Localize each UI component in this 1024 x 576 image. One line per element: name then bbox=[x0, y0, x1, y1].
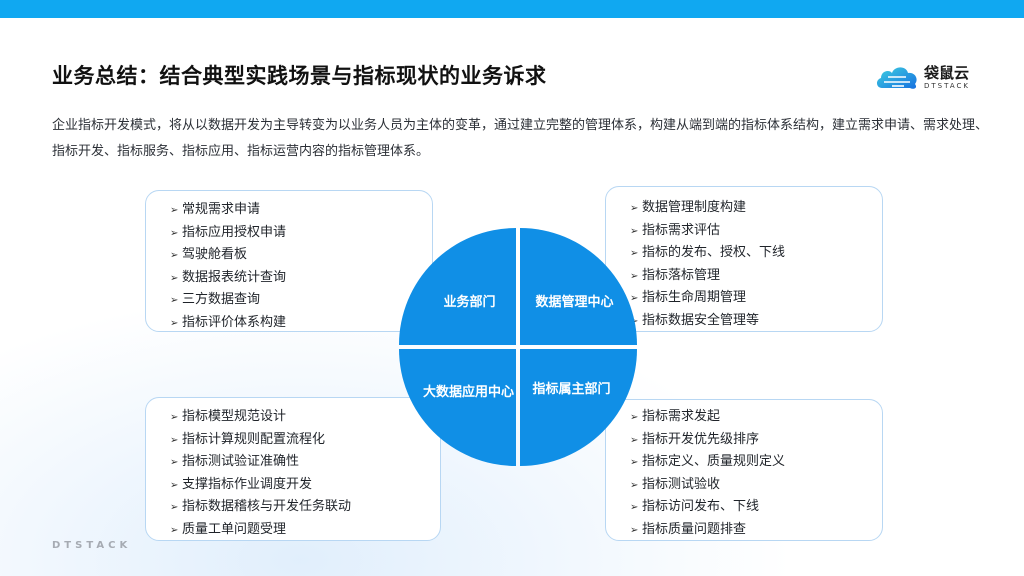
list-item: ➢指标生命周期管理 bbox=[630, 287, 882, 310]
list-item-label: 指标评价体系构建 bbox=[182, 314, 287, 330]
list-item: ➢指标测试验证准确性 bbox=[170, 451, 440, 474]
list-item: ➢指标的发布、授权、下线 bbox=[630, 242, 882, 265]
list-item: ➢指标测试验收 bbox=[630, 474, 882, 497]
list-item: ➢指标模型规范设计 bbox=[170, 406, 440, 429]
arrow-right-icon: ➢ bbox=[170, 272, 179, 284]
arrow-right-icon: ➢ bbox=[630, 203, 639, 214]
list-item-label: 指标测试验收 bbox=[642, 476, 721, 492]
arrow-right-icon: ➢ bbox=[630, 412, 639, 423]
list-item-label: 指标模型规范设计 bbox=[182, 409, 287, 424]
list-item-label: 指标计算规则配置流程化 bbox=[182, 431, 326, 447]
arrow-right-icon: ➢ bbox=[170, 457, 179, 468]
arrow-right-icon: ➢ bbox=[170, 227, 179, 239]
arrow-right-icon: ➢ bbox=[170, 479, 179, 491]
list-item: ➢指标需求评估 bbox=[630, 220, 882, 243]
logo-subtext: DTSTACK bbox=[924, 82, 970, 90]
arrow-right-icon: ➢ bbox=[170, 502, 179, 513]
list-item-label: 数据报表统计查询 bbox=[182, 269, 287, 285]
list-item: ➢指标评价体系构建 bbox=[170, 312, 432, 335]
intro-paragraph: 企业指标开发模式，将从以数据开发为主导转变为以业务人员为主体的变革，通过建立完整… bbox=[52, 118, 989, 159]
list-item-label: 指标访问发布、下线 bbox=[642, 499, 760, 514]
list-item: ➢指标需求发起 bbox=[630, 406, 882, 429]
list-item: ➢常规需求申请 bbox=[170, 199, 432, 222]
list-item-label: 指标需求评估 bbox=[642, 222, 721, 238]
quadrant-label: 数据管理中心 bbox=[535, 294, 614, 310]
quadrant-label: 业务部门 bbox=[443, 294, 496, 310]
list-item: ➢指标计算规则配置流程化 bbox=[170, 429, 440, 452]
list-item: ➢支撑指标作业调度开发 bbox=[170, 474, 440, 497]
list-item-label: 支撑指标作业调度开发 bbox=[182, 476, 313, 492]
arrow-right-icon: ➢ bbox=[630, 270, 639, 282]
arrow-right-icon: ➢ bbox=[170, 295, 179, 306]
top-accent-bar bbox=[0, 0, 1024, 18]
arrow-right-icon: ➢ bbox=[630, 293, 639, 304]
arrow-right-icon: ➢ bbox=[630, 479, 639, 491]
card-data-management-center: ➢数据管理制度构建➢指标需求评估➢指标的发布、授权、下线➢指标落标管理➢指标生命… bbox=[605, 186, 883, 332]
list-item-label: 常规需求申请 bbox=[182, 202, 261, 217]
list-item-label: 指标的发布、授权、下线 bbox=[642, 245, 786, 260]
list-item-label: 三方数据查询 bbox=[182, 292, 261, 307]
arrow-right-icon: ➢ bbox=[630, 457, 639, 468]
arrow-right-icon: ➢ bbox=[630, 248, 639, 259]
logo-text: 袋鼠云 bbox=[924, 64, 970, 82]
page-title: 业务总结：结合典型实践场景与指标现状的业务诉求 bbox=[52, 64, 547, 88]
list-item: ➢指标访问发布、下线 bbox=[630, 496, 882, 519]
list-item: ➢驾驶舱看板 bbox=[170, 244, 432, 267]
arrow-right-icon: ➢ bbox=[630, 225, 639, 237]
quadrant-big-data-app-center: 大数据应用中心 bbox=[399, 349, 516, 466]
arrow-right-icon: ➢ bbox=[630, 502, 639, 513]
list-item-label: 指标定义、质量规则定义 bbox=[642, 454, 786, 469]
list-item-label: 数据管理制度构建 bbox=[642, 200, 747, 215]
footer-logo: DTSTACK bbox=[52, 540, 132, 551]
card-metric-owner-dept: ➢指标需求发起➢指标开发优先级排序➢指标定义、质量规则定义➢指标测试验收➢指标访… bbox=[605, 399, 883, 541]
list-item-label: 指标测试验证准确性 bbox=[182, 454, 300, 469]
list-item: ➢质量工单问题受理 bbox=[170, 519, 440, 542]
list-item-label: 驾驶舱看板 bbox=[182, 247, 248, 262]
card-big-data-app-center: ➢指标模型规范设计➢指标计算规则配置流程化➢指标测试验证准确性➢支撑指标作业调度… bbox=[145, 397, 441, 541]
arrow-right-icon: ➢ bbox=[170, 524, 179, 536]
list-item: ➢指标数据安全管理等 bbox=[630, 310, 882, 333]
quadrant-metric-owner-dept: 指标属主部门 bbox=[520, 349, 637, 466]
list-item-label: 指标落标管理 bbox=[642, 267, 721, 283]
list-item: ➢指标开发优先级排序 bbox=[630, 429, 882, 452]
arrow-right-icon: ➢ bbox=[170, 434, 179, 446]
list-item-label: 指标质量问题排查 bbox=[642, 521, 747, 537]
list-item: ➢三方数据查询 bbox=[170, 289, 432, 312]
arrow-right-icon: ➢ bbox=[630, 524, 639, 536]
quadrant-circle: 业务部门 数据管理中心 大数据应用中心 指标属主部门 bbox=[399, 228, 637, 466]
card-business-dept: ➢常规需求申请➢指标应用授权申请➢驾驶舱看板➢数据报表统计查询➢三方数据查询➢指… bbox=[145, 190, 433, 332]
list-item: ➢数据管理制度构建 bbox=[630, 197, 882, 220]
list-item-label: 指标需求发起 bbox=[642, 409, 721, 424]
list-item-label: 指标开发优先级排序 bbox=[642, 431, 760, 447]
list-item-label: 指标生命周期管理 bbox=[642, 290, 747, 305]
quadrant-label: 大数据应用中心 bbox=[422, 384, 514, 400]
quadrant-label: 指标属主部门 bbox=[532, 381, 611, 397]
list-item-label: 指标数据安全管理等 bbox=[642, 312, 760, 328]
arrow-right-icon: ➢ bbox=[170, 412, 179, 423]
quadrant-data-management-center: 数据管理中心 bbox=[520, 228, 637, 345]
cloud-logo-icon bbox=[876, 67, 917, 89]
arrow-right-icon: ➢ bbox=[630, 434, 639, 446]
list-item-label: 指标应用授权申请 bbox=[182, 224, 287, 240]
list-item: ➢指标质量问题排查 bbox=[630, 519, 882, 542]
arrow-right-icon: ➢ bbox=[170, 317, 179, 329]
list-item: ➢指标落标管理 bbox=[630, 265, 882, 288]
arrow-right-icon: ➢ bbox=[170, 250, 179, 261]
list-item: ➢指标定义、质量规则定义 bbox=[630, 451, 882, 474]
arrow-right-icon: ➢ bbox=[170, 205, 179, 216]
quadrant-business-dept: 业务部门 bbox=[399, 228, 516, 345]
brand-logo: 袋鼠云 DTSTACK bbox=[874, 60, 986, 96]
list-item-label: 指标数据稽核与开发任务联动 bbox=[182, 499, 352, 514]
list-item: ➢指标应用授权申请 bbox=[170, 222, 432, 245]
list-item: ➢数据报表统计查询 bbox=[170, 267, 432, 290]
list-item-label: 质量工单问题受理 bbox=[182, 521, 287, 537]
list-item: ➢指标数据稽核与开发任务联动 bbox=[170, 496, 440, 519]
